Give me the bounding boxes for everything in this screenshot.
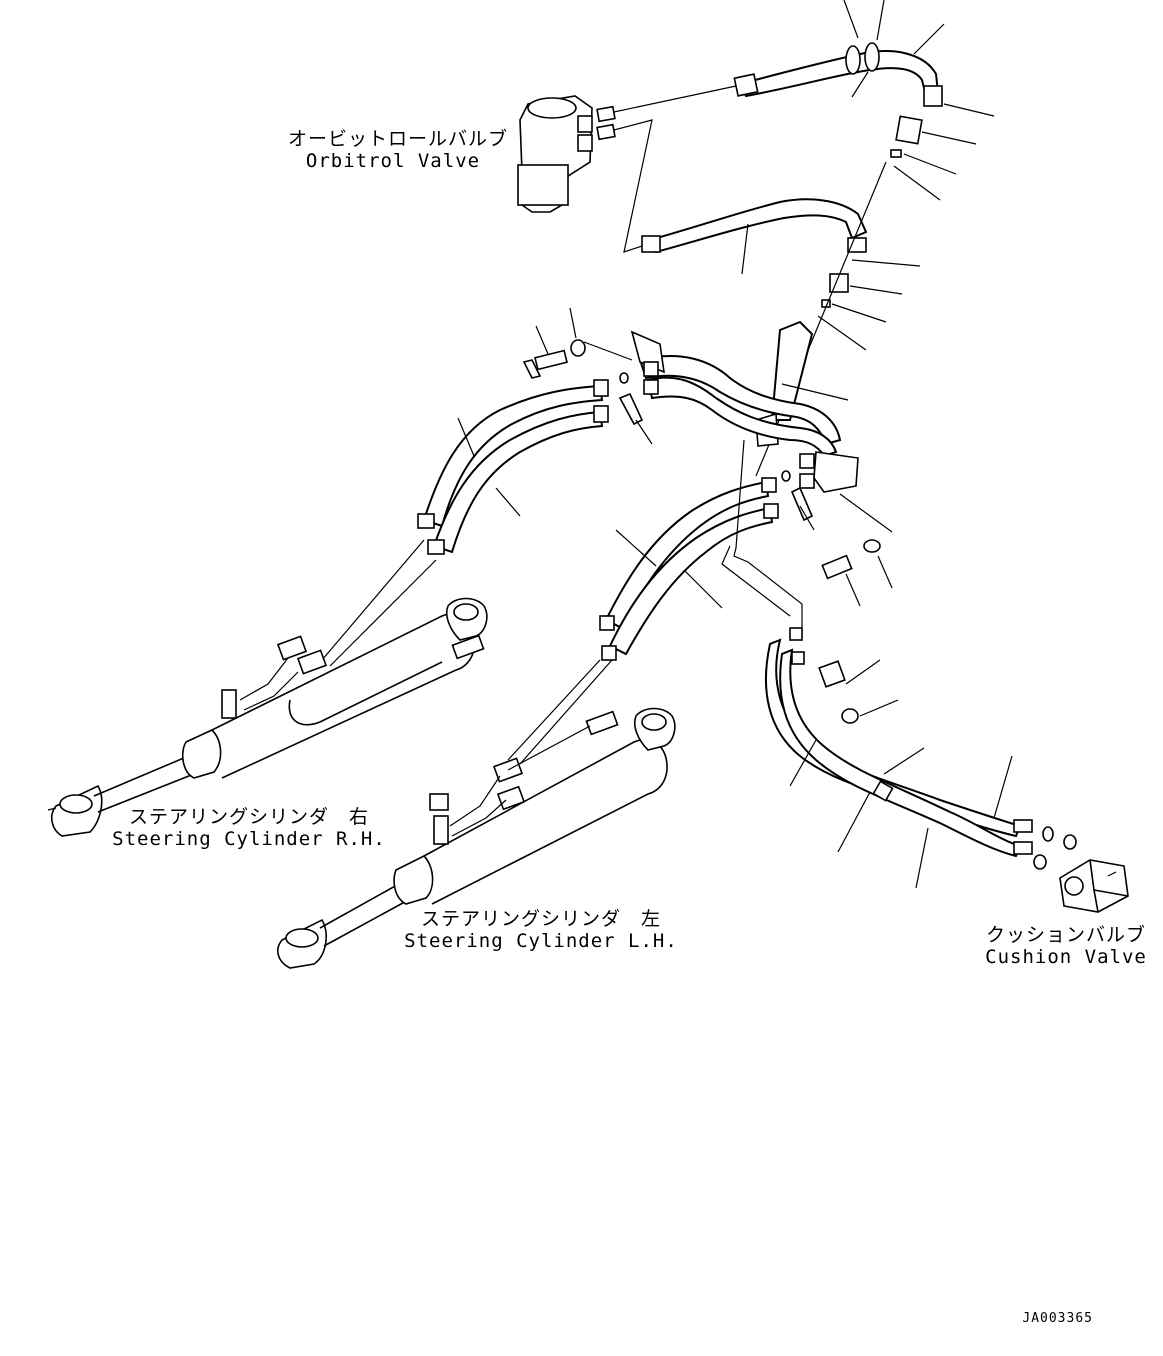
orbitrol-fittings	[596, 85, 737, 253]
cushion-valve	[1033, 826, 1129, 913]
bolt-washer-left	[522, 307, 653, 445]
upper-hose	[733, 0, 995, 201]
drawing-code: JA003365	[1022, 1311, 1093, 1326]
bolt-washer-right	[781, 470, 893, 607]
second-hose	[641, 161, 921, 477]
steering-cylinder-lh-label-en: Steering Cylinder L.H.	[404, 930, 678, 952]
steering-cylinder-lh-label: ステアリングシリンダ 左 Steering Cylinder L.H.	[396, 908, 686, 952]
steering-cylinder-rh-label: ステアリングシリンダ 右 Steering Cylinder R.H.	[104, 806, 394, 850]
cushion-valve-label: クッションバルブ Cushion Valve	[974, 924, 1158, 968]
left-hose-pair	[321, 379, 609, 667]
orbitrol-valve-label-ja: オービットロールバルブ	[288, 128, 509, 150]
cushion-valve-label-ja: クッションバルブ	[985, 924, 1146, 946]
cushion-valve-label-en: Cushion Valve	[985, 946, 1147, 968]
steering-cylinder-lh	[277, 707, 676, 969]
orbitrol-valve-label-en: Orbitrol Valve	[305, 150, 481, 172]
steering-cylinder-rh	[47, 597, 488, 837]
steering-cylinder-lh-label-ja: ステアリングシリンダ 左	[420, 908, 661, 930]
cushion-hoses	[721, 439, 1033, 889]
center-tube-assembly	[630, 320, 859, 493]
steering-cylinder-rh-label-en: Steering Cylinder R.H.	[112, 828, 386, 850]
right-hose-pair	[507, 477, 779, 765]
orbitrol-valve	[517, 95, 593, 213]
steering-cylinder-rh-label-ja: ステアリングシリンダ 右	[128, 806, 369, 828]
orbitrol-valve-label: オービットロールバルブ Orbitrol Valve	[288, 128, 509, 172]
